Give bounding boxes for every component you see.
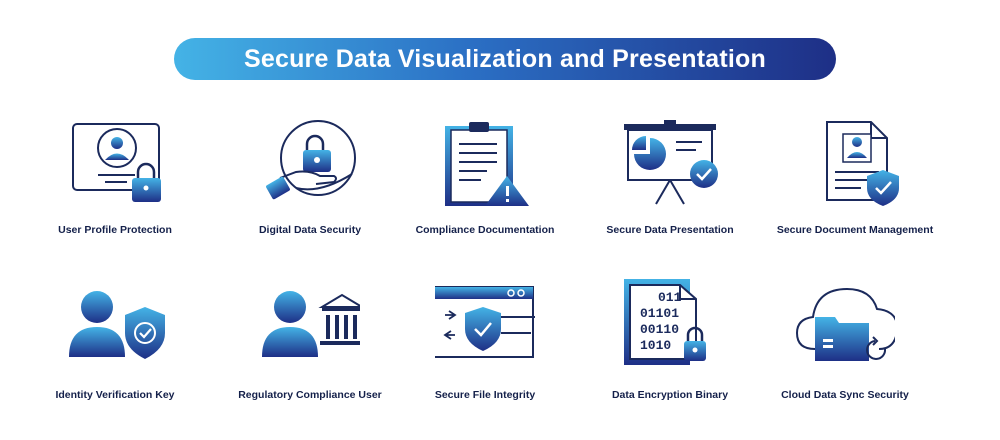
watermark-id: 1352549172	[4, 324, 16, 434]
icon-label: Regulatory Compliance User	[238, 389, 382, 401]
binary-line: 011	[658, 290, 682, 305]
icon-card-regulatory-compliance-user: Regulatory Compliance User	[210, 285, 410, 425]
user-profile-lock-icon	[72, 123, 161, 202]
icon-label: Compliance Documentation	[415, 224, 555, 236]
icon-card-secure-document-management: Secure Document Management	[755, 120, 955, 260]
binary-line: 1010	[640, 338, 671, 353]
icon-label: Data Encryption Binary	[611, 389, 729, 401]
icon-card-identity-verification-key: Identity Verification Key	[15, 285, 215, 425]
binary-lock-icon: 011 01101 00110 1010	[624, 279, 706, 365]
hand-lock-icon	[266, 120, 356, 200]
icon-card-cloud-data-sync-security: Cloud Data Sync Security	[745, 285, 945, 425]
icon-card-compliance-documentation: Compliance Documentation	[385, 120, 585, 260]
cloud-folder-sync-icon	[795, 287, 895, 361]
icon-label: Cloud Data Sync Security	[781, 389, 909, 401]
page-title: Secure Data Visualization and Presentati…	[244, 44, 766, 73]
icon-label: Digital Data Security	[258, 224, 362, 236]
icon-label: User Profile Protection	[58, 224, 172, 236]
title-banner: Secure Data Visualization and Presentati…	[174, 38, 836, 80]
presentation-board-check-icon	[624, 120, 718, 205]
icon-card-secure-file-integrity: Secure File Integrity	[385, 285, 585, 425]
icon-label: Secure Data Presentation	[606, 224, 734, 236]
icon-card-secure-data-presentation: Secure Data Presentation	[570, 120, 770, 260]
icon-label: Secure File Integrity	[434, 389, 536, 401]
user-bank-icon	[262, 291, 360, 357]
icon-label: Identity Verification Key	[55, 389, 175, 401]
icon-card-data-encryption-binary: 011 01101 00110 1010 Data Encryption Bin…	[570, 279, 770, 425]
binary-line: 00110	[640, 322, 679, 337]
icon-card-user-profile-protection: User Profile Protection	[15, 120, 215, 260]
icon-card-digital-data-security: Digital Data Security	[210, 120, 410, 260]
icon-label: Secure Document Management	[776, 224, 934, 236]
binary-line: 01101	[640, 306, 679, 321]
browser-shield-icon	[435, 286, 535, 358]
clipboard-warning-icon	[445, 122, 529, 206]
user-shield-icon	[69, 291, 165, 359]
document-shield-icon	[826, 121, 899, 206]
